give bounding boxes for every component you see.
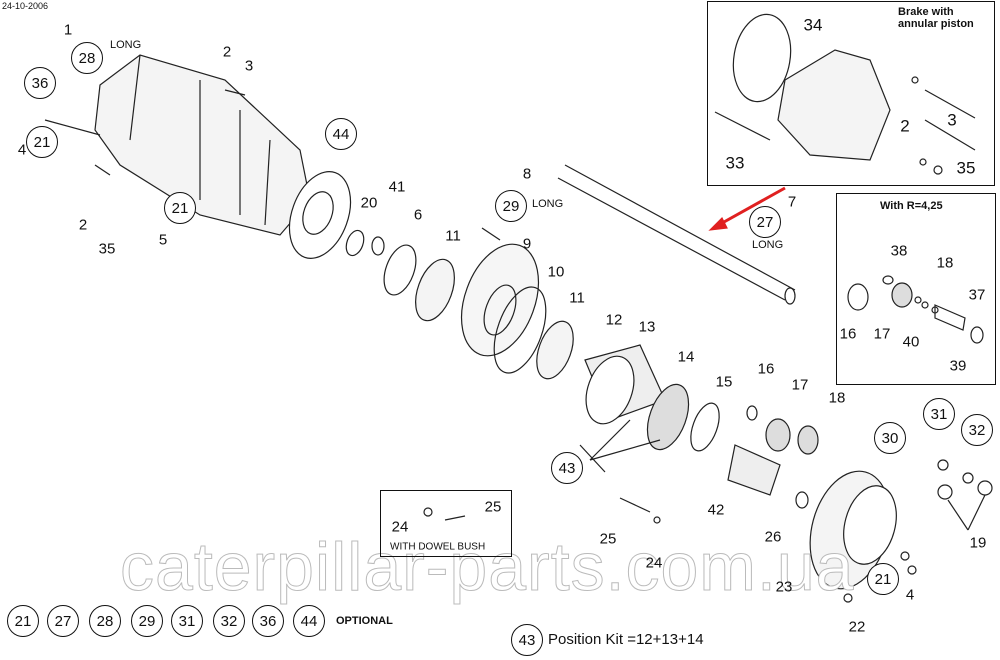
kit-description: Position Kit =12+13+14 <box>548 631 704 648</box>
callout: 12 <box>605 311 623 329</box>
callout: 37 <box>968 286 986 304</box>
callout: 1 <box>63 21 73 39</box>
callout: 23 <box>775 578 793 596</box>
callout: 4 <box>17 141 27 159</box>
callout: 24 <box>645 554 663 572</box>
oring-10 <box>493 286 547 374</box>
circled-callout: 32 <box>961 414 993 446</box>
callout: 9 <box>522 235 532 253</box>
callout: 42 <box>707 501 725 519</box>
callout: 18 <box>828 389 846 407</box>
brake-inset-title: Brake with annular piston <box>898 6 974 30</box>
callout: 3 <box>947 110 957 130</box>
callout: 26 <box>764 528 782 546</box>
callout: 15 <box>715 373 733 391</box>
axle-housing <box>94 54 352 259</box>
optional-item: 27 <box>47 605 79 637</box>
callout: 17 <box>791 376 809 394</box>
hub-9 <box>460 243 540 357</box>
long-label: LONG <box>110 39 142 51</box>
ratio-inset <box>836 193 996 385</box>
circled-callout: 31 <box>923 398 955 430</box>
seal-20 <box>345 229 365 257</box>
sun-shaft-42 <box>727 444 781 496</box>
callout: 19 <box>969 534 987 552</box>
optional-label: OPTIONAL <box>336 615 393 627</box>
circled-callout: 36 <box>24 67 56 99</box>
callout: 16 <box>839 325 857 343</box>
kit-number: 43 <box>511 624 543 656</box>
callout: 35 <box>98 240 116 258</box>
disc-15 <box>690 402 720 452</box>
circled-callout: 43 <box>551 452 583 484</box>
callout: 22 <box>848 618 866 636</box>
optional-item: 29 <box>131 605 163 637</box>
circled-callout: 28 <box>71 42 103 74</box>
circled-callout: 21 <box>867 563 899 595</box>
dowel-inset-title: WITH DOWEL BUSH <box>390 541 486 553</box>
callout: 39 <box>949 357 967 375</box>
callout: 25 <box>599 530 617 548</box>
callout: 11 <box>569 289 585 307</box>
callout: 13 <box>638 318 656 336</box>
callout: 35 <box>956 158 976 178</box>
callout: 2 <box>222 43 232 61</box>
callout: 10 <box>547 263 565 281</box>
callout: 38 <box>890 242 908 260</box>
callout: 5 <box>158 231 168 249</box>
callout: 6 <box>413 206 423 224</box>
optional-item: 28 <box>89 605 121 637</box>
callout: 41 <box>388 178 406 196</box>
callout: 2 <box>78 216 88 234</box>
optional-item: 32 <box>213 605 245 637</box>
callout: 33 <box>725 153 745 173</box>
dowel-inset <box>380 490 512 557</box>
brake-inset <box>707 1 995 186</box>
callout: 8 <box>522 165 532 183</box>
callout: 20 <box>360 194 378 212</box>
seal-6 <box>383 244 417 296</box>
callout: 14 <box>677 348 695 366</box>
callout: 24 <box>391 518 409 536</box>
ratio-inset-title: With R=4,25 <box>880 200 943 212</box>
optional-item: 31 <box>171 605 203 637</box>
watermark: caterpillar-parts.com.ua <box>119 529 855 606</box>
circled-callout: 29 <box>495 190 527 222</box>
callout: 17 <box>873 325 891 343</box>
circled-callout: 21 <box>164 192 196 224</box>
callout: 18 <box>936 254 954 272</box>
callout: 11 <box>445 227 461 245</box>
red-arrow <box>714 186 786 229</box>
circled-callout: 44 <box>325 118 357 150</box>
callout: 7 <box>787 193 797 211</box>
callout: 25 <box>484 498 502 516</box>
callout: 3 <box>244 57 254 75</box>
bearing-11 <box>415 258 455 322</box>
long-label: LONG <box>752 239 784 251</box>
optional-item: 36 <box>252 605 284 637</box>
diagram-date: 24-10-2006 <box>2 1 49 11</box>
disc-14 <box>646 383 690 451</box>
circled-callout: 27 <box>749 206 781 238</box>
shaft-7 <box>557 164 796 301</box>
circled-callout: 21 <box>26 126 58 158</box>
ring-41 <box>371 236 385 256</box>
circled-callout: 30 <box>874 422 906 454</box>
optional-item: 44 <box>293 605 325 637</box>
callout: 34 <box>803 15 823 35</box>
long-label: LONG <box>532 198 564 210</box>
callout: 40 <box>902 333 920 351</box>
callout: 16 <box>757 360 775 378</box>
bearing-11b <box>536 320 574 380</box>
callout: 4 <box>905 586 915 604</box>
optional-item: 21 <box>7 605 39 637</box>
callout: 2 <box>900 116 910 136</box>
